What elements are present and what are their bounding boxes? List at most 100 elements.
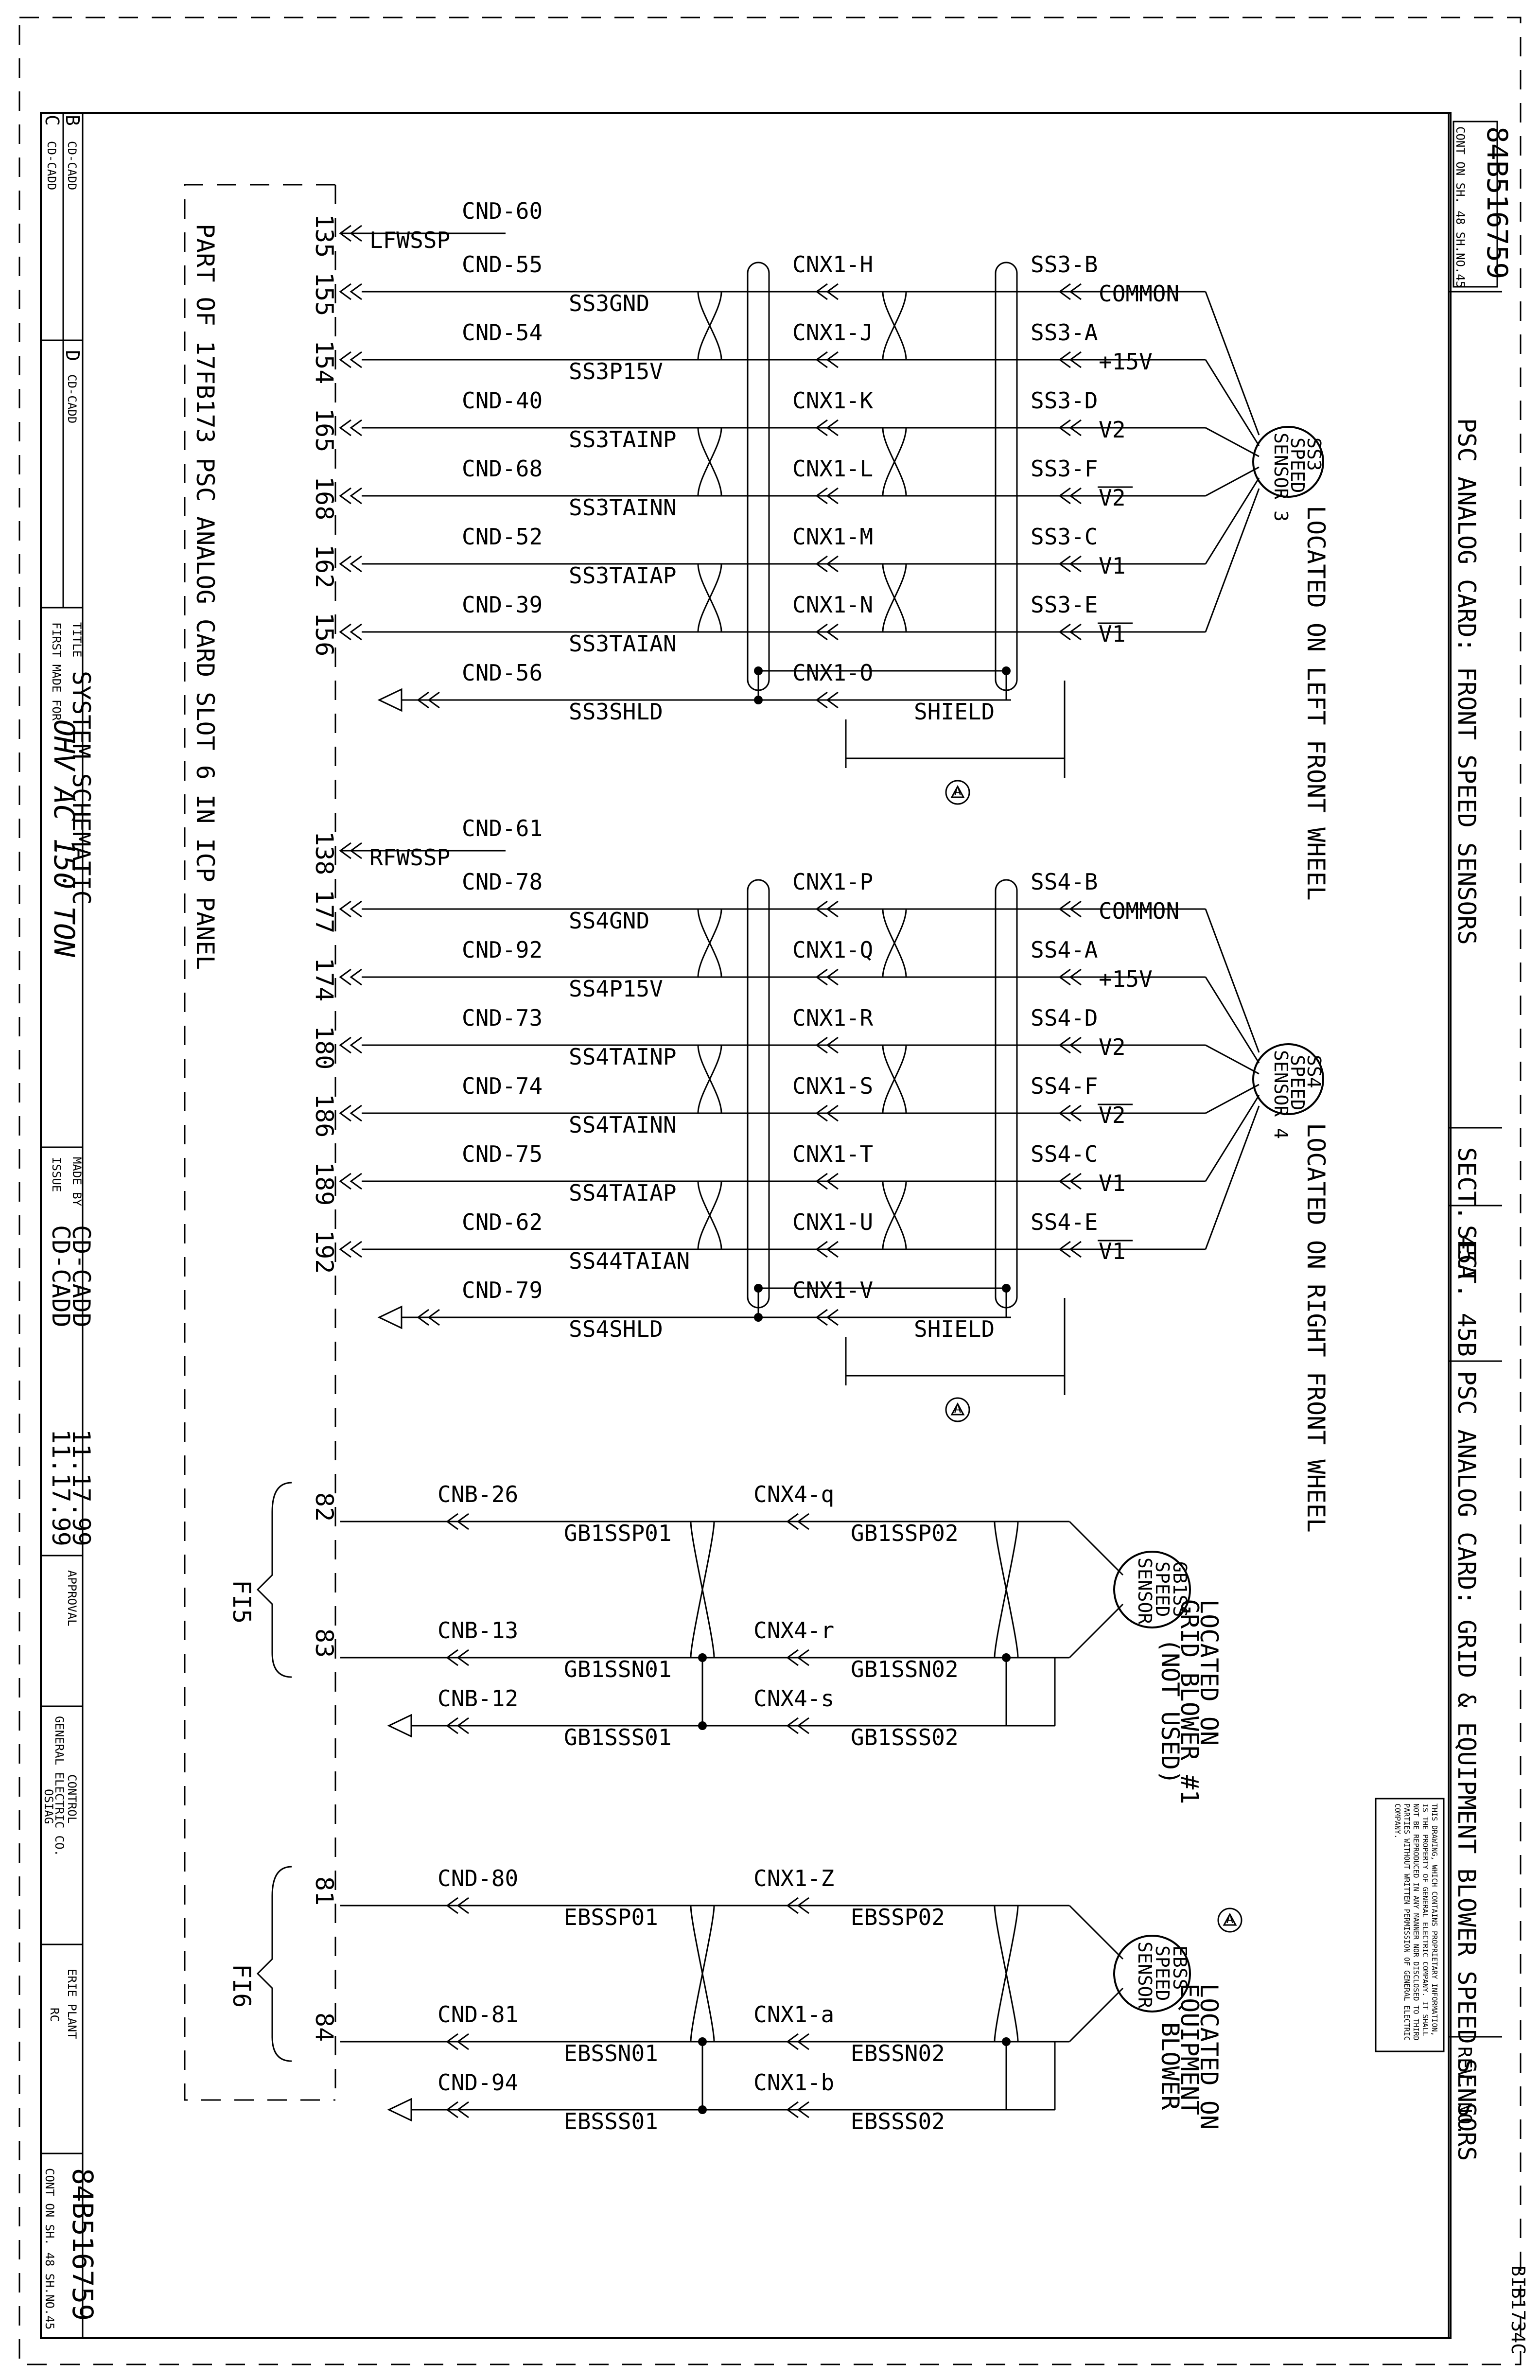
ss4-shield-tube-a (747, 879, 770, 1309)
gb-junction-c (1002, 1653, 1011, 1662)
rev-c: C (41, 115, 63, 126)
ss3-shield-tube-a (747, 262, 770, 691)
ss3-cnx-2: CNX1-K (792, 387, 873, 414)
ss3-shield-label: SHIELD (914, 699, 995, 725)
ss4-ss-5: SS4-E (1031, 1209, 1098, 1235)
ss4-cnd-5: CND-62 (462, 1209, 542, 1235)
ss4-card-chevron-4 (339, 1172, 351, 1190)
ss4-twist-a-0 (697, 909, 722, 978)
ss4-sensor-type: SPEED (1287, 1055, 1308, 1110)
ss4-card-chevron-3 (350, 1104, 362, 1122)
ss3-sensor-lead-4 (1205, 477, 1260, 564)
eb-loc-1: EQUIPMENT (1175, 1983, 1204, 2115)
gb-fuse-label: FI5 (228, 1580, 256, 1624)
ss4-ss-3: SS4-F (1031, 1073, 1098, 1099)
drawing-title: SYSTEM SCHEMATIC (67, 671, 95, 905)
gb-cn-2: CNB-12 (438, 1685, 518, 1712)
ss4-sig-2: SS4TAINP (569, 1044, 677, 1070)
ss4-sensor-name: SS4 (1303, 1055, 1325, 1088)
ss3-cnd-1: CND-54 (462, 319, 542, 346)
gb-sig1-0: GB1SSP01 (564, 1520, 672, 1546)
gb-sig2-2: GB1SSS02 (851, 1724, 959, 1750)
ss4-sensor-lead-1 (1205, 977, 1260, 1064)
eb-sig2-1: EBSSN02 (851, 2040, 945, 2066)
rev-c-text: CD-CADD (45, 141, 58, 190)
eb-sensor-id: SENSOR (1134, 1942, 1155, 2008)
ss4-sig-6: SS4SHLD (569, 1316, 663, 1342)
rev-d-text: CD-CADD (65, 374, 79, 423)
gb-sig1-2: GB1SSS01 (564, 1724, 672, 1750)
ss3-junction-c (754, 696, 763, 704)
ss3-sensor-lead-3 (1205, 466, 1260, 497)
card-label: PART OF 17FB173 PSC ANALOG CARD SLOT 6 I… (191, 224, 219, 970)
gb-cnx-0: CNX4-q (753, 1481, 834, 1507)
ss4-sensor-lead-0 (1205, 909, 1260, 1053)
ss3-card-chevron-4 (339, 555, 351, 573)
ss4-func-3: V2 (1099, 1102, 1125, 1128)
ss3-ss-5: SS3-E (1031, 592, 1098, 618)
eb-pin-0: 81 (310, 1876, 338, 1906)
drawing-number-bottom: 84B516759 (66, 2168, 99, 2321)
ss3-ss-3: SS3-F (1031, 455, 1098, 482)
eb-sig1-1: EBSSN01 (564, 2040, 658, 2066)
ss3-sensor-id: SENSOR 3 (1270, 433, 1292, 522)
ss4-sensor-lead-5 (1205, 1105, 1260, 1250)
gb-cnx-1: CNX4-r (753, 1617, 834, 1644)
ss4-sensor-circle (1252, 1043, 1324, 1115)
gb-shield-ground (387, 1714, 412, 1738)
ss3-card-chevron-2 (339, 419, 351, 437)
gb-sig2-1: GB1SSN02 (851, 1656, 959, 1682)
ss4-sensor-lead-4 (1205, 1095, 1260, 1182)
ss3-sensor-lead-5 (1205, 488, 1260, 632)
ss3-junction-b (1002, 666, 1011, 675)
sheet-border (18, 17, 1522, 2365)
ss3-twist-a-2 (697, 563, 722, 632)
cont-sheet-bottom: CONT ON SH. 48 SH.NO.45 (43, 2168, 56, 2329)
ss3-ss-4: SS3-C (1031, 524, 1098, 550)
ss4-twist-b-0 (882, 909, 907, 978)
section-title-grid: PSC ANALOG CARD: GRID & EQUIPMENT BLOWER… (1452, 1371, 1481, 2161)
ss3-pin-0: 135 (310, 214, 338, 258)
ss3-cnd-2: CND-40 (462, 387, 542, 414)
ss3-cnx-3: CNX1-L (792, 455, 873, 482)
gb-sensor-type: SPEED (1152, 1561, 1173, 1617)
card-enclosure (184, 184, 335, 2101)
eb-junction-a (698, 2037, 707, 2046)
ss3-note-circle (945, 780, 970, 805)
ss3-func-0: COMMON (1099, 280, 1179, 307)
gb-cnx-2: CNX4-s (753, 1685, 834, 1712)
gb-cn-1: CNB-13 (438, 1617, 518, 1644)
cont-sheet-top: CONT ON SH. 48 SH.NO.45 (1453, 126, 1467, 288)
ss3-ss-1: SS3-A (1031, 319, 1098, 346)
rev-no-label: REV. NO. (1454, 2047, 1475, 2135)
eb-cn-0: CND-80 (438, 1865, 518, 1891)
ss3-func-4: V1 (1099, 553, 1125, 579)
eb-sensor-name: EBSS (1169, 1945, 1190, 1990)
ss4-func-0: COMMON (1099, 898, 1179, 924)
ss3-sensor-lead-1 (1205, 359, 1260, 446)
ss4-card-chevron-4 (350, 1172, 362, 1190)
ss4-cnx-1: CNX1-Q (792, 937, 873, 963)
ss3-twist-a-1 (697, 427, 722, 496)
ss4-note-circle (945, 1397, 970, 1422)
ss3-pin-2: 154 (310, 340, 338, 384)
proprietary-note: THIS DRAWING, WHICH CONTAINS PROPRIETARY… (1393, 1803, 1439, 2041)
ss4-twist-a-2 (697, 1181, 722, 1250)
ss4-sensor-id: SENSOR 4 (1270, 1050, 1292, 1139)
ss3-twist-b-2 (882, 563, 907, 632)
eb-sensor-circle (1113, 1935, 1191, 2012)
gb-pin-1: 83 (310, 1628, 338, 1658)
gb-sig2-0: GB1SSP02 (851, 1520, 959, 1546)
eb-sensor-type: SPEED (1152, 1945, 1173, 2001)
eb-lead-0 (1068, 1905, 1124, 1960)
ss3-sig-0: SS3GND (569, 290, 649, 316)
rev-d: D (62, 350, 83, 361)
ss3-ss-0: SS3-B (1031, 251, 1098, 278)
ss4-func-5: V1 (1099, 1238, 1125, 1264)
gb-loc-0: LOCATED ON (1195, 1599, 1223, 1746)
ss4-cnx-0: CNX1-P (792, 869, 873, 895)
ss3-top-cnd: CND-60 (462, 198, 542, 224)
ss4-twist-a-1 (697, 1045, 722, 1114)
ss3-cnd-4: CND-52 (462, 524, 542, 550)
